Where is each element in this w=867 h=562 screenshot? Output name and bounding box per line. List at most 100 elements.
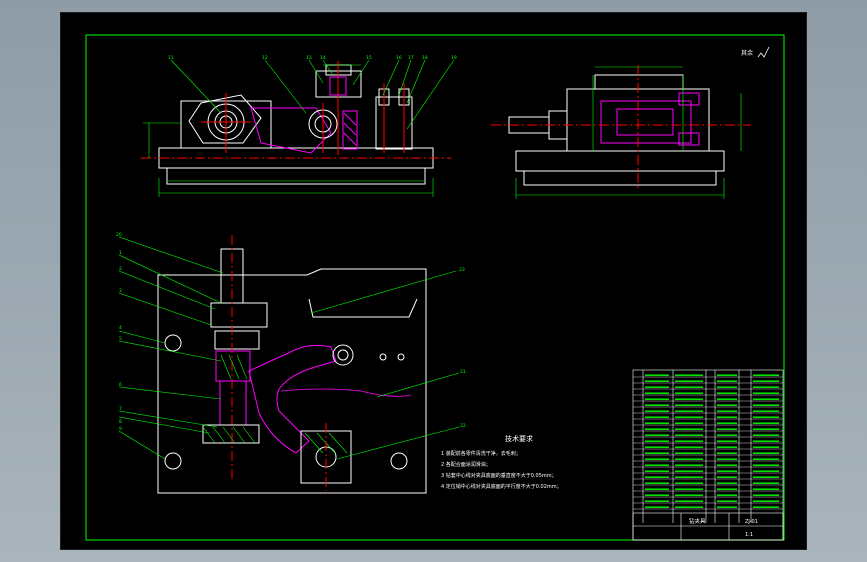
bom-cell-text bbox=[675, 416, 703, 418]
bom-cell-text bbox=[753, 458, 779, 460]
bom-cell-text bbox=[645, 380, 669, 382]
bom-cell-text bbox=[675, 422, 703, 424]
bom-cell-text bbox=[717, 386, 737, 388]
tech-title: 技术要求 bbox=[505, 434, 533, 443]
tech-note: 3 钻套中心线对夹具底面的垂直度不大于0.05mm； bbox=[441, 472, 557, 479]
bom-cell-text bbox=[717, 374, 737, 376]
bom-cell-text bbox=[675, 476, 703, 478]
bom-cell-text bbox=[675, 452, 703, 454]
bom-rows bbox=[633, 374, 783, 510]
svg-text:4: 4 bbox=[119, 325, 122, 331]
bom-cell-text bbox=[675, 488, 703, 490]
svg-text:8: 8 bbox=[119, 419, 122, 425]
svg-text:14: 14 bbox=[320, 55, 326, 61]
bom-cell-text bbox=[675, 440, 703, 442]
bom-cell-text bbox=[717, 440, 737, 442]
bom-cell-text bbox=[717, 422, 737, 424]
bom-cell-text bbox=[675, 458, 703, 460]
bom-cell-text bbox=[675, 506, 703, 508]
bom-cell-text bbox=[753, 488, 779, 490]
svg-text:20: 20 bbox=[116, 232, 122, 238]
bom-cell-text bbox=[645, 398, 669, 400]
title-block bbox=[632, 512, 784, 541]
bom-cell-text bbox=[753, 416, 779, 418]
svg-text:5: 5 bbox=[119, 336, 122, 342]
bom-cell-text bbox=[717, 380, 737, 382]
bom-cell-text bbox=[717, 416, 737, 418]
bom-cell-text bbox=[717, 500, 737, 502]
bom-cell-text bbox=[675, 494, 703, 496]
bom-cell-text bbox=[645, 476, 669, 478]
bom-cell-text bbox=[645, 422, 669, 424]
side-view bbox=[491, 65, 751, 199]
bom-cell-text bbox=[753, 446, 779, 448]
bom-cell-text bbox=[753, 470, 779, 472]
bom-cell-text bbox=[645, 500, 669, 502]
bom-cell-text bbox=[717, 506, 737, 508]
svg-text:3: 3 bbox=[119, 288, 122, 294]
title-name: 钻夹具 bbox=[689, 517, 706, 525]
bom-cell-text bbox=[717, 446, 737, 448]
bom-cell-text bbox=[753, 374, 779, 376]
bom-cell-text bbox=[753, 500, 779, 502]
bom-cell-text bbox=[753, 422, 779, 424]
drawing-canvas: 其余 bbox=[85, 34, 785, 541]
plan-view bbox=[118, 235, 460, 494]
bom-cell-text bbox=[645, 446, 669, 448]
bom-cell-text bbox=[675, 392, 703, 394]
bom-cell-text bbox=[645, 410, 669, 412]
bom-cell-text bbox=[753, 386, 779, 388]
bom-cell-text bbox=[717, 494, 737, 496]
svg-text:16: 16 bbox=[396, 55, 402, 61]
bom-cell-text bbox=[645, 452, 669, 454]
bom-cell-text bbox=[717, 470, 737, 472]
bom-cell-text bbox=[645, 416, 669, 418]
front-view-balloons: 11 12 13 14 15 16 17 18 19 bbox=[168, 55, 457, 61]
front-view bbox=[141, 59, 455, 197]
bom-cell-text bbox=[645, 458, 669, 460]
svg-text:19: 19 bbox=[451, 55, 457, 61]
bom-cell-text bbox=[753, 398, 779, 400]
tech-note: 2 各配合面涂润滑油； bbox=[441, 461, 491, 468]
svg-text:23: 23 bbox=[459, 267, 465, 273]
title-code: ZJ-01 bbox=[745, 519, 758, 525]
bom-cell-text bbox=[753, 392, 779, 394]
bom-cell-text bbox=[675, 428, 703, 430]
bom-cell-text bbox=[717, 410, 737, 412]
bom-cell-text bbox=[717, 398, 737, 400]
technical-requirements: 技术要求 1 装配前各零件清洗干净，去毛刺； 2 各配合面涂润滑油； 3 钻套中… bbox=[441, 434, 562, 490]
bom-cell-text bbox=[675, 464, 703, 466]
bom-cell-text bbox=[645, 494, 669, 496]
tech-note: 4 定位销中心线对夹具底面的平行度不大于0.02mm； bbox=[441, 483, 562, 490]
bom-cell-text bbox=[675, 380, 703, 382]
bom-cell-text bbox=[753, 494, 779, 496]
bom-cell-text bbox=[717, 464, 737, 466]
bom-cell-text bbox=[717, 482, 737, 484]
svg-text:17: 17 bbox=[408, 55, 414, 61]
bom-cell-text bbox=[675, 446, 703, 448]
bom-cell-text bbox=[753, 452, 779, 454]
plan-view-balloons: 20 1 2 3 4 5 6 7 8 9 23 21 22 bbox=[116, 232, 466, 432]
bom-cell-text bbox=[753, 410, 779, 412]
bom-cell-text bbox=[645, 374, 669, 376]
roughness-mark: 其余 bbox=[741, 46, 770, 58]
bom-cell-text bbox=[717, 392, 737, 394]
bom-cell-text bbox=[645, 434, 669, 436]
bom-cell-text bbox=[753, 482, 779, 484]
bom-cell-text bbox=[753, 464, 779, 466]
bom-cell-text bbox=[675, 434, 703, 436]
bom-cell-text bbox=[675, 404, 703, 406]
bom-cell-text bbox=[645, 386, 669, 388]
svg-text:21: 21 bbox=[460, 369, 466, 375]
svg-text:7: 7 bbox=[119, 406, 122, 412]
svg-text:18: 18 bbox=[422, 55, 428, 61]
bom-cell-text bbox=[645, 482, 669, 484]
svg-text:2: 2 bbox=[119, 266, 122, 272]
bom-cell-text bbox=[675, 410, 703, 412]
svg-text:6: 6 bbox=[119, 382, 122, 388]
bom-cell-text bbox=[645, 470, 669, 472]
title-scale: 1:1 bbox=[745, 532, 753, 538]
bom-cell-text bbox=[753, 404, 779, 406]
bom-cell-text bbox=[717, 428, 737, 430]
drawing-sheet[interactable]: 其余 bbox=[60, 12, 807, 550]
